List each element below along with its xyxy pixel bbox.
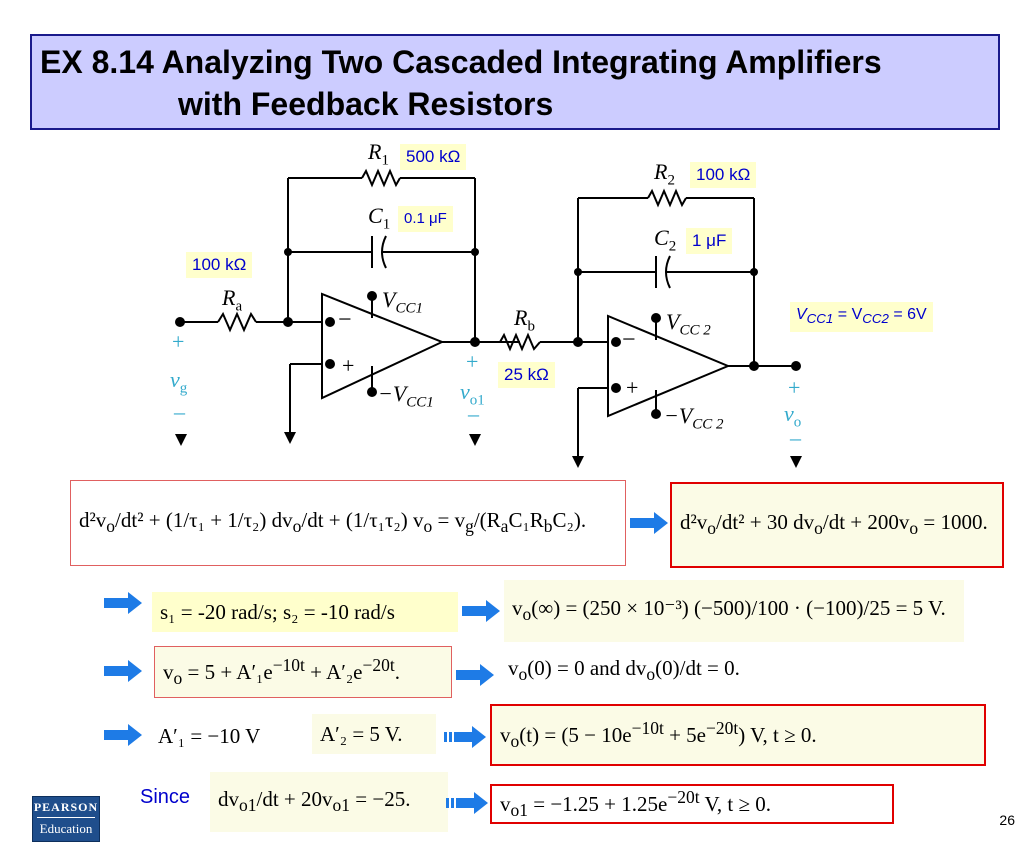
c1-symbol: C1 (368, 203, 391, 233)
opamp1-minus: − (338, 307, 352, 333)
resistor-ra (217, 311, 257, 333)
resistor-rb (499, 332, 541, 352)
equation-roots: s₁ = -20 rad/s; s₂ = -10 rad/s (152, 592, 458, 632)
rb-symbol: Rb (514, 305, 535, 335)
r1-value-label: 500 kΩ (400, 144, 467, 170)
r2-value-label: 100 kΩ (690, 162, 757, 188)
vcc1-negative-label: −VCC1 (378, 381, 434, 411)
c2-symbol: C2 (654, 225, 677, 255)
c2-value-label: 1 μF (686, 228, 733, 254)
circuit-diagram (175, 168, 802, 468)
vo1-label: vo1 (460, 379, 485, 409)
equation-a2: A′₂ = 5 V. (312, 714, 436, 754)
vcc2-positive-label: VCC 2 (666, 309, 711, 339)
equation-diff-numeric: d²vo/dt² + 30 dvo/dt + 200vo = 1000. (670, 482, 1004, 568)
arrow-icon (456, 664, 494, 686)
title-line-2: with Feedback Resistors (178, 86, 554, 122)
vg-label: vg (170, 367, 188, 397)
vo1-minus: – (468, 401, 479, 426)
equation-diff-general: d²vo/dt² + (1/τ₁ + 1/τ₂) dvo/dt + (1/τ₁τ… (70, 480, 626, 566)
r2-symbol: R2 (654, 159, 675, 189)
equation-initial-conditions: vo(0) = 0 and dvo(0)/dt = 0. (500, 650, 844, 692)
vg-plus: + (172, 329, 185, 354)
arrow-icon (446, 792, 488, 814)
resistor-r2 (647, 188, 687, 208)
equation-vo1-solution: vo1 = −1.25 + 1.25e−20t V, t ≥ 0. (490, 784, 894, 824)
vcc2-negative-label: −VCC 2 (664, 403, 724, 433)
since-label: Since (140, 786, 191, 808)
opamp-2 (607, 314, 731, 418)
c1-value-label: 0.1 μF (398, 206, 453, 232)
pearson-logo: PEARSON Education (32, 796, 100, 842)
equation-vo1-diff: dvo1/dt + 20vo1 = −25. (210, 772, 448, 832)
arrow-icon (104, 660, 142, 682)
arrow-icon (462, 600, 500, 622)
equation-final-value: vo(∞) = (250 × 10⁻³) (−500)/100 · (−100)… (504, 580, 964, 642)
vo-minus: – (790, 425, 801, 450)
rb-value-label: 25 kΩ (498, 362, 555, 388)
title-banner: EX 8.14 Analyzing Two Cascaded Integrati… (30, 34, 1000, 130)
opamp-1 (321, 292, 445, 400)
ra-value-label: 100 kΩ (186, 252, 253, 278)
vg-minus: – (174, 399, 185, 424)
vo1-plus: + (466, 349, 479, 374)
title-line-1: EX 8.14 Analyzing Two Cascaded Integrati… (40, 44, 882, 80)
equation-general-solution: vo = 5 + A′₁e−10t + A′₂e−20t. (154, 646, 452, 698)
r1-symbol: R1 (368, 139, 389, 169)
vo-label: vo (784, 401, 802, 431)
arrow-icon (630, 512, 668, 534)
arrow-icon (444, 726, 486, 748)
page-number: 26 (999, 812, 1015, 828)
vo-plus: + (788, 375, 801, 400)
arrow-icon (104, 724, 142, 746)
ra-symbol: Ra (222, 285, 243, 315)
resistor-r1 (361, 168, 401, 188)
opamp1-plus: + (342, 353, 355, 378)
vcc1-positive-label: VCC1 (382, 287, 423, 317)
supply-voltage-note: VCC1 = VCC2 = 6V (790, 302, 933, 333)
equation-a1: A′₁ = −10 V (150, 716, 302, 756)
opamp2-plus: + (626, 375, 639, 400)
equation-vo-solution: vo(t) = (5 − 10e−10t + 5e−20t) V, t ≥ 0. (490, 704, 986, 766)
arrow-icon (104, 592, 142, 614)
opamp2-minus: − (622, 327, 636, 353)
